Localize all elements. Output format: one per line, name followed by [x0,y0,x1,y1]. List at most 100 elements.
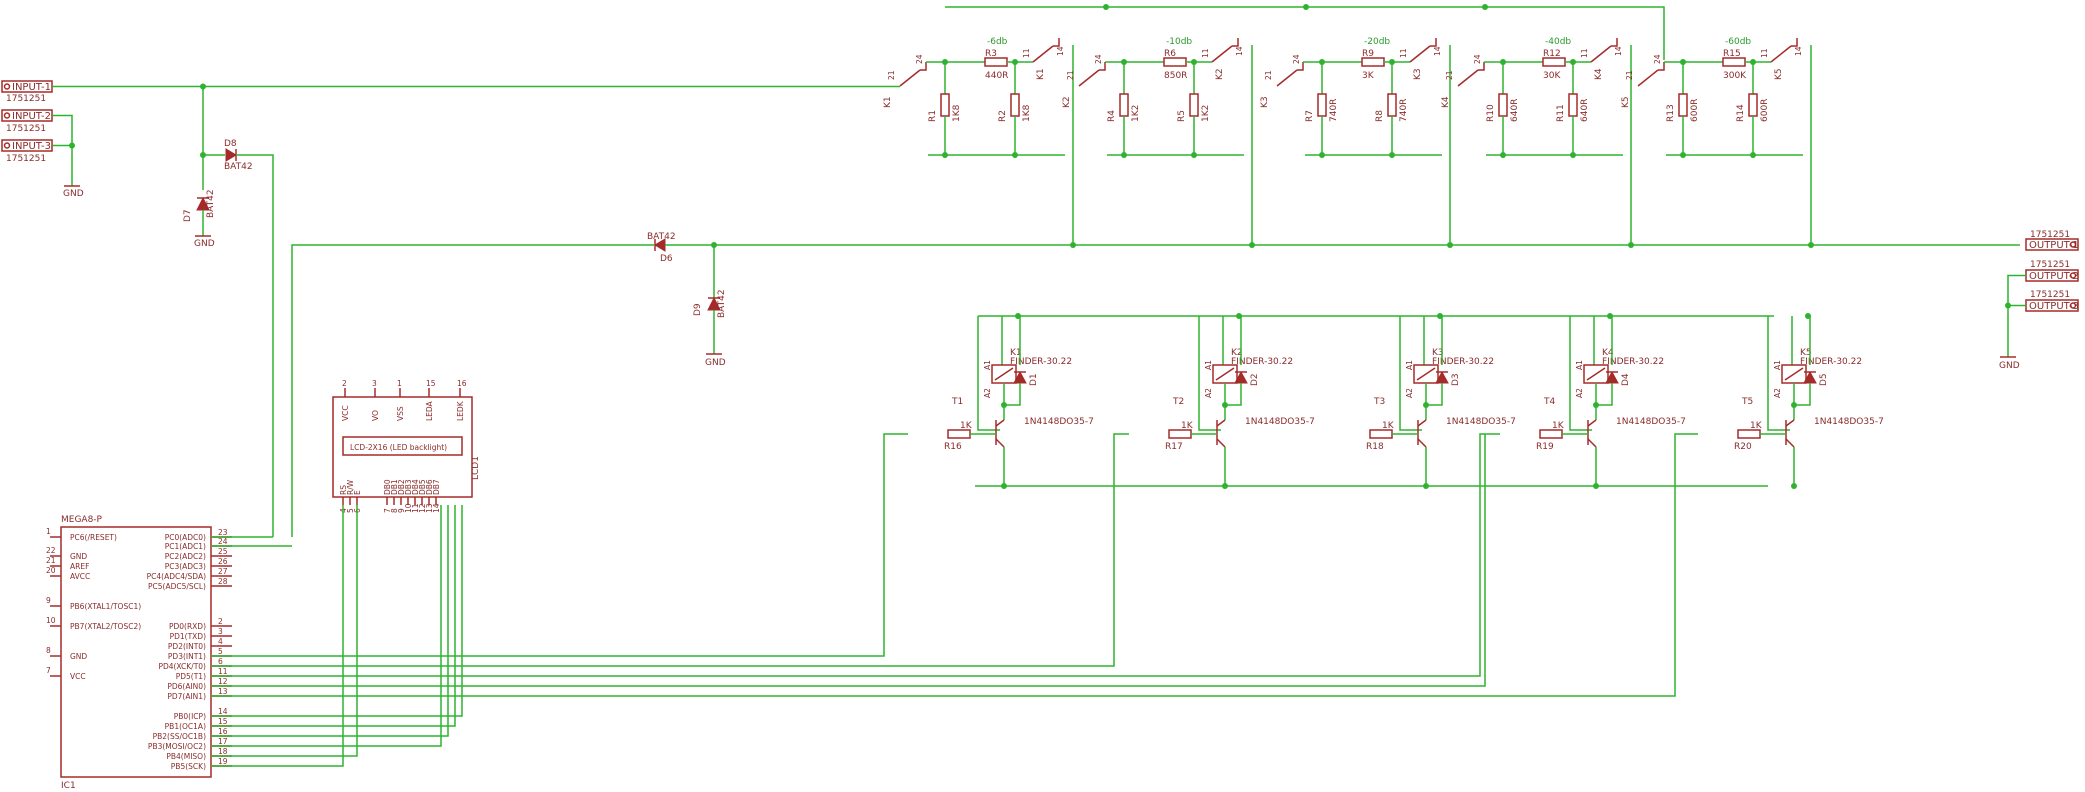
relay-name: K4 [1602,348,1614,358]
lcd-pin-name: VSS [396,406,405,421]
mcu-pin-number: 16 [218,727,228,736]
relay-contact [1770,45,1792,63]
relay-contact-pin: 21 [887,70,896,80]
diode-name: D2 [1250,373,1260,386]
resistor-name: R10 [1486,104,1496,122]
output-connectors: 1751251 OUTPUT-1 1751251 OUTPUT-2 175125… [1999,230,2079,371]
mcu-pin-number: 19 [218,757,228,766]
input-label: INPUT-2 [12,111,51,122]
output-bus: BAT42 D6 D9 BAT42 GND [291,232,2020,537]
resistor-value: 3K [1362,71,1375,81]
relay-contact-pin: 21 [1066,70,1075,80]
diode-part: 1N4148DO35-7 [1446,417,1516,427]
resistor-name: R3 [985,49,997,59]
transistor [1216,419,1226,427]
resistor-name: R2 [998,110,1008,122]
mcu-pin-number: 1 [46,527,51,536]
coil-pin: A1 [1773,360,1782,370]
output-connector-2: 1751251 OUTPUT-2 [2025,260,2079,282]
diode-name: D9 [693,303,703,316]
base-resistor [947,429,971,439]
mcu-pin-number: 10 [46,616,56,625]
mcu-pin-number: 15 [218,717,228,726]
mcu-pin-name: PD5(T1) [176,672,206,681]
lcd-title: LCD-2X16 (LED backlight) [350,443,447,452]
relay-contact-pin: 24 [1094,54,1103,64]
relay-part: FINDER-30.22 [1432,357,1494,367]
relay-coil [1586,367,1606,381]
relay-contact [1430,38,1437,47]
resistor-value: 30K [1543,71,1561,81]
diode-name: D4 [1621,373,1631,386]
junction [1628,242,1634,248]
relay-contact [1276,69,1298,87]
output-label: OUTPUT-1 [2029,240,2079,251]
relay-contact [899,69,921,87]
control-wire [211,505,456,727]
resistor-value: 1K [1552,421,1565,431]
lcd-pin-number: 10 [404,503,413,513]
relay-contact-label: K5 [1621,96,1631,108]
resistor-value: 740R [1399,99,1409,122]
input-label: INPUT-1 [12,82,51,93]
series-resistor [984,57,1008,67]
relay-contact-label: K3 [1413,68,1423,80]
mcu-pin-name: PB5(SCK) [171,762,206,771]
lcd-pin-name: DB0 [383,479,392,495]
relay-contact-label: K2 [1215,68,1225,80]
resistor-value: 1K8 [952,104,962,122]
diode-part: 1N4148DO35-7 [1814,417,1884,427]
mcu-left-pins: 1PC6(/RESET)22GND21AREF20AVCC9PB6(XTAL1/… [46,527,141,681]
relay-contact [1478,62,1485,71]
diode-d7: D7 BAT42 [183,189,216,222]
transistor [1417,438,1427,448]
relay-contact-pin: 14 [1614,46,1623,56]
relay-contact [1637,69,1659,87]
mcu-pin-name: PB1(OC1A) [165,722,206,731]
relay-contact [1053,38,1060,47]
coil-pin: A1 [1575,360,1584,370]
mcu-pin-name: PB0(ICP) [174,712,206,721]
diode-name: D6 [660,254,673,264]
lcd-pin-name: DB1 [390,479,399,495]
lcd-pin-name: E [353,490,362,495]
transistor [1785,438,1795,448]
mcu-pin-number: 6 [218,657,223,666]
relay-coil [1784,367,1804,381]
lcd-pin-number: 5 [346,508,355,513]
relay-drivers: K1FINDER-30.22A1A2D11N4148DO35-7T11KR16K… [944,313,1884,489]
shunt-resistor [1568,93,1578,117]
stage-attenuation: -20db [1364,37,1390,47]
shunt-resistor [1498,93,1508,117]
gnd-label: GND [194,239,215,249]
lcd-pin-name: LEDA [425,400,434,421]
relay-coil [994,367,1014,381]
input-connector-1: INPUT-1 1751251 [1,80,53,104]
mcu-pin-number: 21 [46,556,56,565]
resistor-value: 1K2 [1131,105,1141,122]
lcd-pin-name: DB6 [425,479,434,495]
mcu-pin-name: PD7(AIN1) [167,692,206,701]
relay-contact-pin: 21 [1625,70,1634,80]
series-resistor [1361,57,1385,67]
shunt-resistor [1119,93,1129,117]
transistor-name: T5 [1741,397,1753,407]
mcu-pin-number: 9 [46,596,51,605]
microcontroller: MEGA8-P IC1 1PC6(/RESET)22GND21AREF20AVC… [46,515,232,791]
resistor-name: R13 [1666,104,1676,122]
junction [1070,242,1076,248]
transistor-name: T4 [1543,397,1555,407]
control-wire [211,433,1129,667]
mcu-pin-name: PD0(RXD) [169,622,206,631]
diode-name: D5 [1819,373,1829,386]
relay-contact-label: K1 [883,96,893,108]
resistor-name: R17 [1165,442,1183,452]
relay-contact-pin: 14 [1056,46,1065,56]
diode-d8: D8 BAT42 [224,139,274,537]
mcu-name: MEGA8-P [61,515,103,525]
diode-part: 1N4148DO35-7 [1245,417,1315,427]
relay-contact-pin: 11 [1201,48,1210,58]
transistor [995,419,1005,427]
